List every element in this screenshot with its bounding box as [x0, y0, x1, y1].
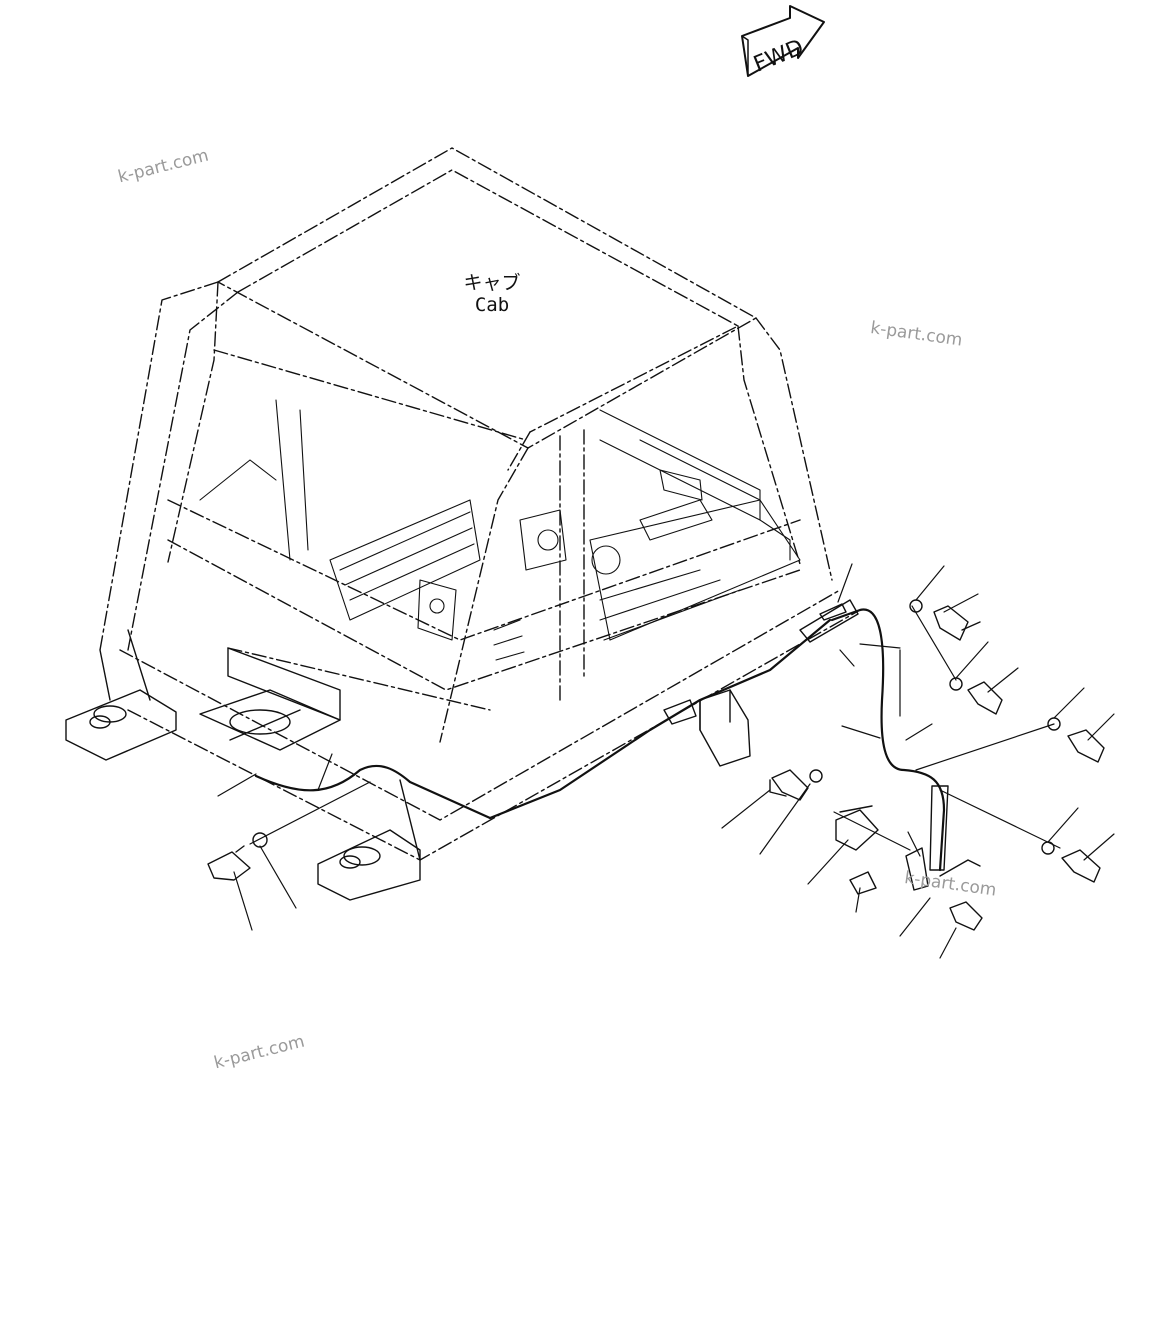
left-front-mount [65, 629, 177, 761]
cab-label-ja: キャブ [463, 272, 521, 294]
fwd-label: FWD [750, 35, 807, 77]
cab-interior [199, 399, 801, 661]
relay-box [663, 689, 751, 767]
fwd-arrow-icon: FWD [741, 5, 825, 78]
cab-label: キャブ Cab [452, 272, 532, 316]
bolt-icon-2 [967, 681, 1003, 715]
bolt-icon [933, 605, 981, 641]
bolt-icon-5 [769, 769, 809, 801]
front-step [199, 647, 341, 751]
cab-outline [99, 147, 861, 861]
bolt-icon-6 [207, 845, 251, 881]
bolt-icon-3 [1067, 729, 1105, 763]
bracket-icon [799, 599, 859, 643]
bolt-icon-4 [1061, 849, 1101, 883]
cab-label-en: Cab [474, 294, 510, 316]
bolt-icon-7 [949, 901, 983, 931]
left-rear-mount [317, 779, 421, 901]
leader-lines [217, 563, 1115, 959]
wire-harness [254, 608, 946, 872]
